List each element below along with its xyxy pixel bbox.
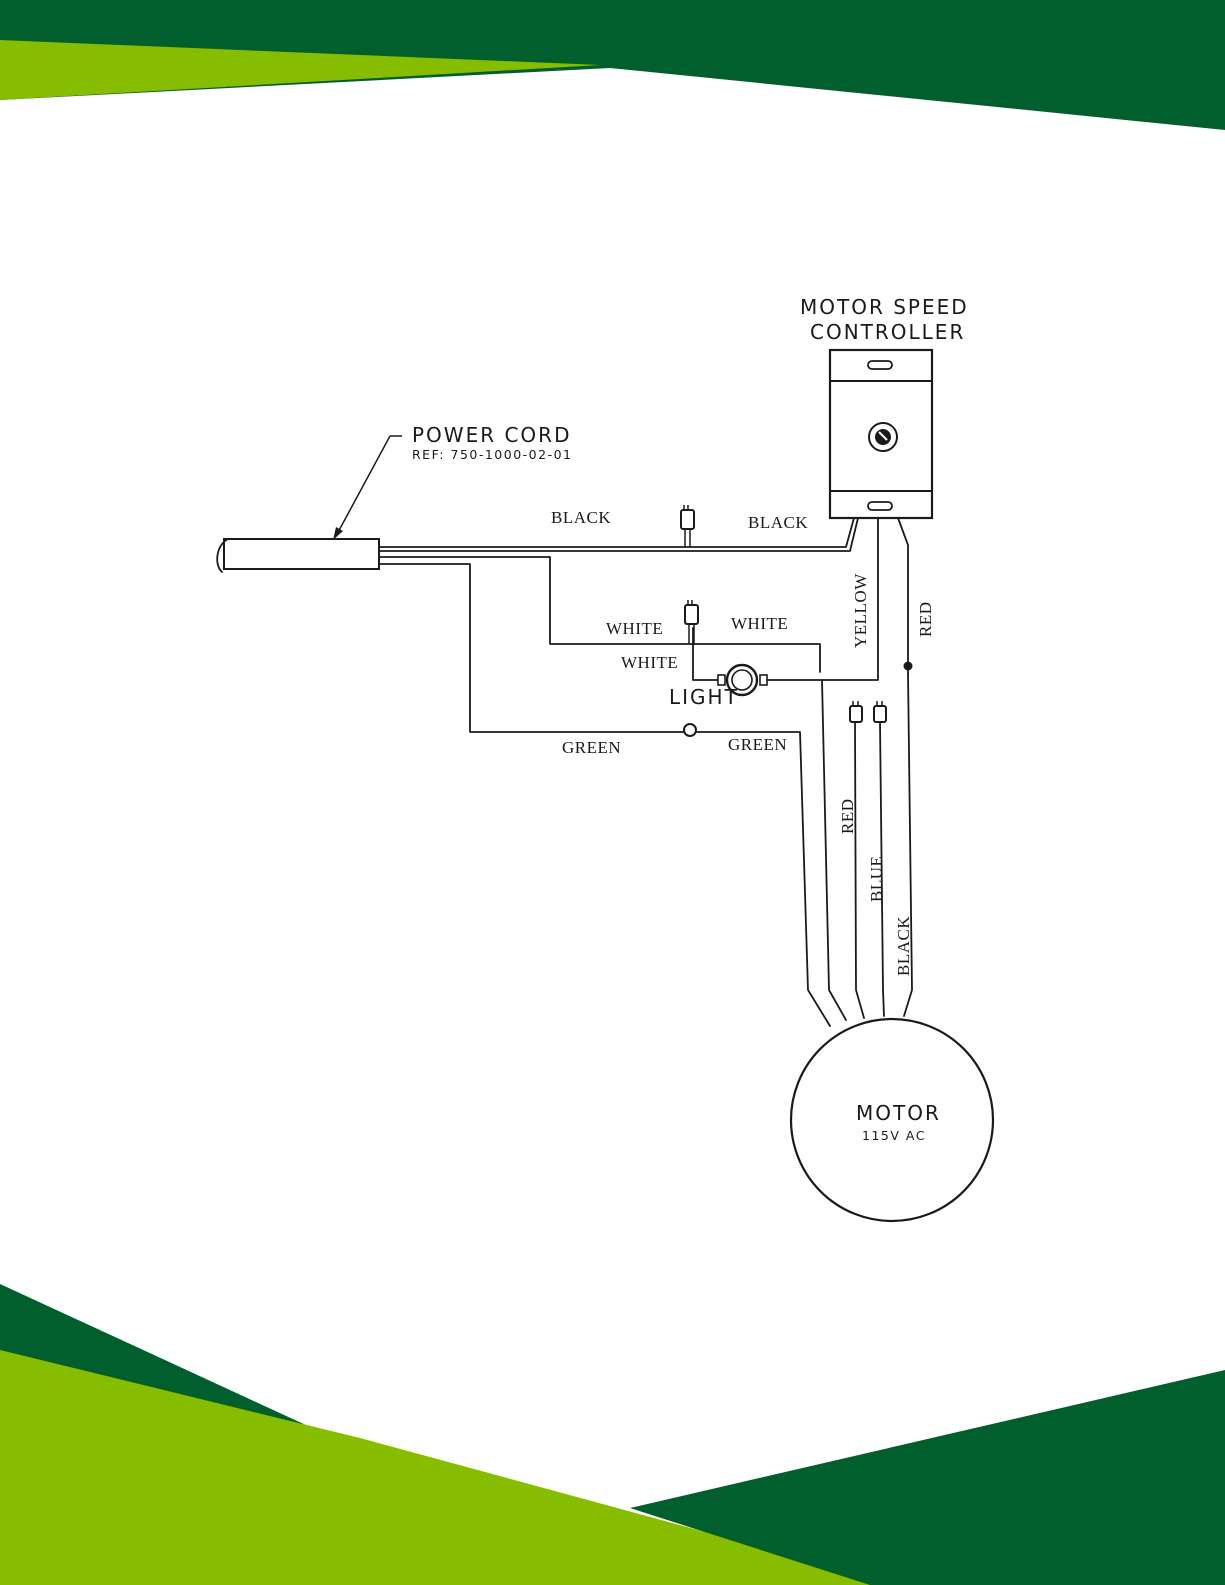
header-decoration — [0, 0, 1225, 130]
label-yellow: YELLOW — [851, 573, 870, 648]
light-socket: LIGHT — [669, 665, 767, 709]
wire-green-ground-to-motor — [695, 732, 830, 1026]
label-green-left: GREEN — [562, 738, 621, 757]
label-red-controller: RED — [916, 602, 935, 638]
label-black-right: BLACK — [748, 513, 808, 532]
connector-motor-black — [874, 701, 886, 722]
wire-white-to-light — [693, 628, 720, 680]
label-green-right: GREEN — [728, 735, 787, 754]
connector-motor-blue — [850, 701, 862, 722]
controller-title-line1: MOTOR SPEED — [800, 295, 969, 319]
motor-speed-controller: MOTOR SPEED CONTROLLER — [800, 295, 969, 518]
wire-red-controller — [898, 518, 908, 673]
label-blue-motor: BLUE — [867, 856, 886, 902]
label-white-upper-right: WHITE — [731, 614, 788, 633]
controller-top-slot — [868, 361, 892, 369]
motor-rating: 115V AC — [862, 1128, 926, 1143]
label-white-upper-left: WHITE — [606, 619, 663, 638]
connector-white — [685, 600, 698, 644]
wire-blue-motor — [855, 722, 864, 1018]
power-cord-body — [224, 539, 379, 569]
footer-decoration — [0, 1284, 1225, 1585]
power-cord-title: POWER CORD — [412, 423, 571, 447]
controller-bottom-slot — [868, 502, 892, 510]
label-black-motor: BLACK — [894, 916, 913, 976]
power-cord: POWER CORD REF: 750-1000-02-01 — [217, 423, 572, 572]
label-white-lower: WHITE — [621, 653, 678, 672]
motor: MOTOR 115V AC — [791, 1019, 993, 1221]
label-red-motor: RED — [838, 799, 857, 835]
power-cord-ref: REF: 750-1000-02-01 — [412, 447, 573, 462]
motor-title: MOTOR — [856, 1101, 941, 1125]
wires — [379, 518, 913, 1026]
light-label: LIGHT — [669, 685, 739, 709]
connector-black — [681, 505, 694, 547]
wire-red-motor — [822, 680, 846, 1020]
controller-title-line2: CONTROLLER — [810, 320, 965, 344]
junction-dot-red — [904, 662, 913, 671]
label-black-left: BLACK — [551, 508, 611, 527]
power-cord-leader — [336, 436, 390, 536]
connector-green-ground — [684, 724, 696, 736]
speed-knob-icon — [869, 423, 897, 451]
wire-green-ground — [379, 564, 686, 732]
